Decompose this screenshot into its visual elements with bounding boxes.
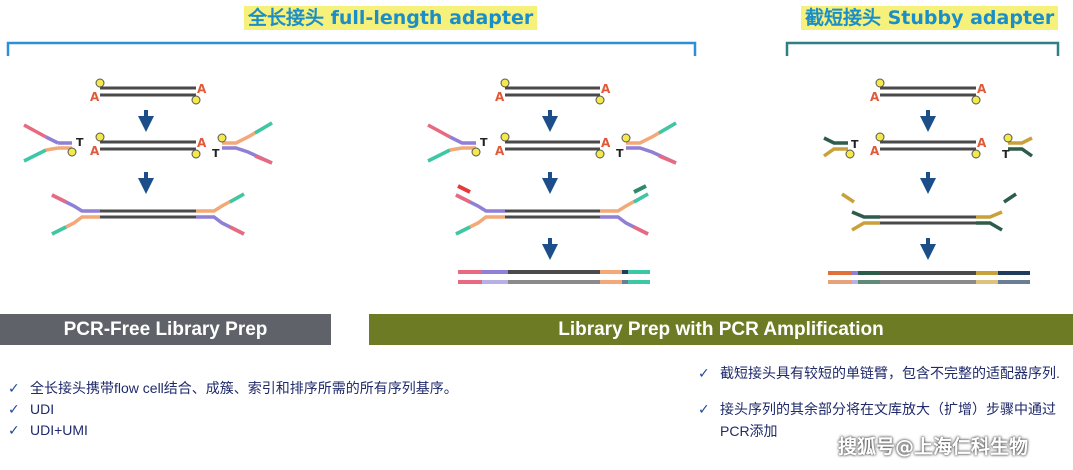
ligated-library-molecule — [51, 192, 245, 236]
t-overhang-label: T — [76, 136, 84, 149]
a-tail-label: A — [495, 144, 505, 158]
insert-fragment-top — [95, 78, 201, 105]
full-length-bracket — [6, 41, 697, 56]
check-icon: ✓ — [8, 401, 20, 417]
check-icon: ✓ — [8, 422, 20, 438]
panel-pcr-amplification: A A A A T T — [427, 78, 677, 284]
pcr-free-bullet-list: ✓ 全长接头携带flow cell结合、成簇、索引和排序所需的所有序列基序。 ✓… — [0, 378, 600, 441]
list-item: ✓ 截短接头具有较短的单链臂，包含不完整的适配器序列. — [690, 362, 1065, 384]
pcr-free-section-bar: PCR-Free Library Prep — [0, 314, 331, 345]
a-tail-label: A — [197, 82, 207, 96]
insert-fragment-top — [875, 78, 981, 105]
pcr-primer — [457, 184, 471, 194]
pcr-amplification-section-bar: Library Prep with PCR Amplification — [369, 314, 1073, 345]
panel-pcr-free: A A A A T T — [23, 78, 273, 236]
full-length-adapter-right — [621, 121, 677, 165]
panel-stubby: A A A A T T — [822, 78, 1034, 284]
a-tail-label: A — [601, 82, 611, 96]
a-tail-label: A — [90, 144, 100, 158]
watermark: 搜狐号@上海仁科生物 — [838, 436, 1029, 458]
full-length-adapter-title: 全长接头 full-length adapter — [240, 4, 541, 32]
stubby-adapter-title: 截短接头 Stubby adapter — [797, 4, 1062, 32]
insert-fragment-mid — [875, 132, 981, 159]
amplified-library — [828, 271, 1030, 284]
full-length-adapter-right — [217, 121, 273, 165]
a-tail-label: A — [977, 82, 987, 96]
pcr-primer — [633, 184, 647, 194]
a-tail-label: A — [601, 136, 611, 150]
a-tail-label: A — [870, 144, 880, 158]
full-length-adapter-left — [23, 123, 77, 163]
insert-fragment-mid — [500, 132, 605, 159]
insert-fragment-mid — [95, 132, 201, 159]
amplified-library — [458, 270, 650, 284]
list-item: ✓ UDI — [0, 399, 600, 420]
stubby-adapter-left — [822, 136, 855, 159]
stubby-bracket — [785, 41, 1060, 56]
check-icon: ✓ — [8, 380, 20, 396]
check-icon: ✓ — [698, 401, 710, 417]
full-length-adapter-left — [427, 123, 481, 163]
list-item: ✓ UDI+UMI — [0, 420, 600, 441]
a-tail-label: A — [977, 136, 987, 150]
t-overhang-label: T — [212, 147, 220, 160]
a-tail-label: A — [495, 90, 505, 104]
ligated-molecule-with-primers — [455, 184, 649, 236]
stubby-ligated-molecule — [841, 192, 1017, 232]
a-tail-label: A — [870, 90, 880, 104]
t-overhang-label: T — [616, 147, 624, 160]
check-icon: ✓ — [698, 365, 710, 381]
list-item: ✓ 全长接头携带flow cell结合、成簇、索引和排序所需的所有序列基序。 — [0, 378, 600, 399]
list-item: ✓ 接头序列的其余部分将在文库放大（扩增）步骤中通过PCR添加 — [690, 398, 1065, 442]
adapter-ligation-diagram: A A A A T T — [6, 41, 1060, 284]
t-overhang-label: T — [851, 138, 859, 151]
a-tail-label: A — [90, 90, 100, 104]
t-overhang-label: T — [1002, 148, 1010, 161]
insert-fragment-top — [500, 78, 605, 105]
stubby-bullet-list: ✓ 截短接头具有较短的单链臂，包含不完整的适配器序列. ✓ 接头序列的其余部分将… — [690, 362, 1065, 456]
t-overhang-label: T — [480, 136, 488, 149]
a-tail-label: A — [197, 136, 207, 150]
stubby-adapter-right — [1003, 133, 1034, 158]
